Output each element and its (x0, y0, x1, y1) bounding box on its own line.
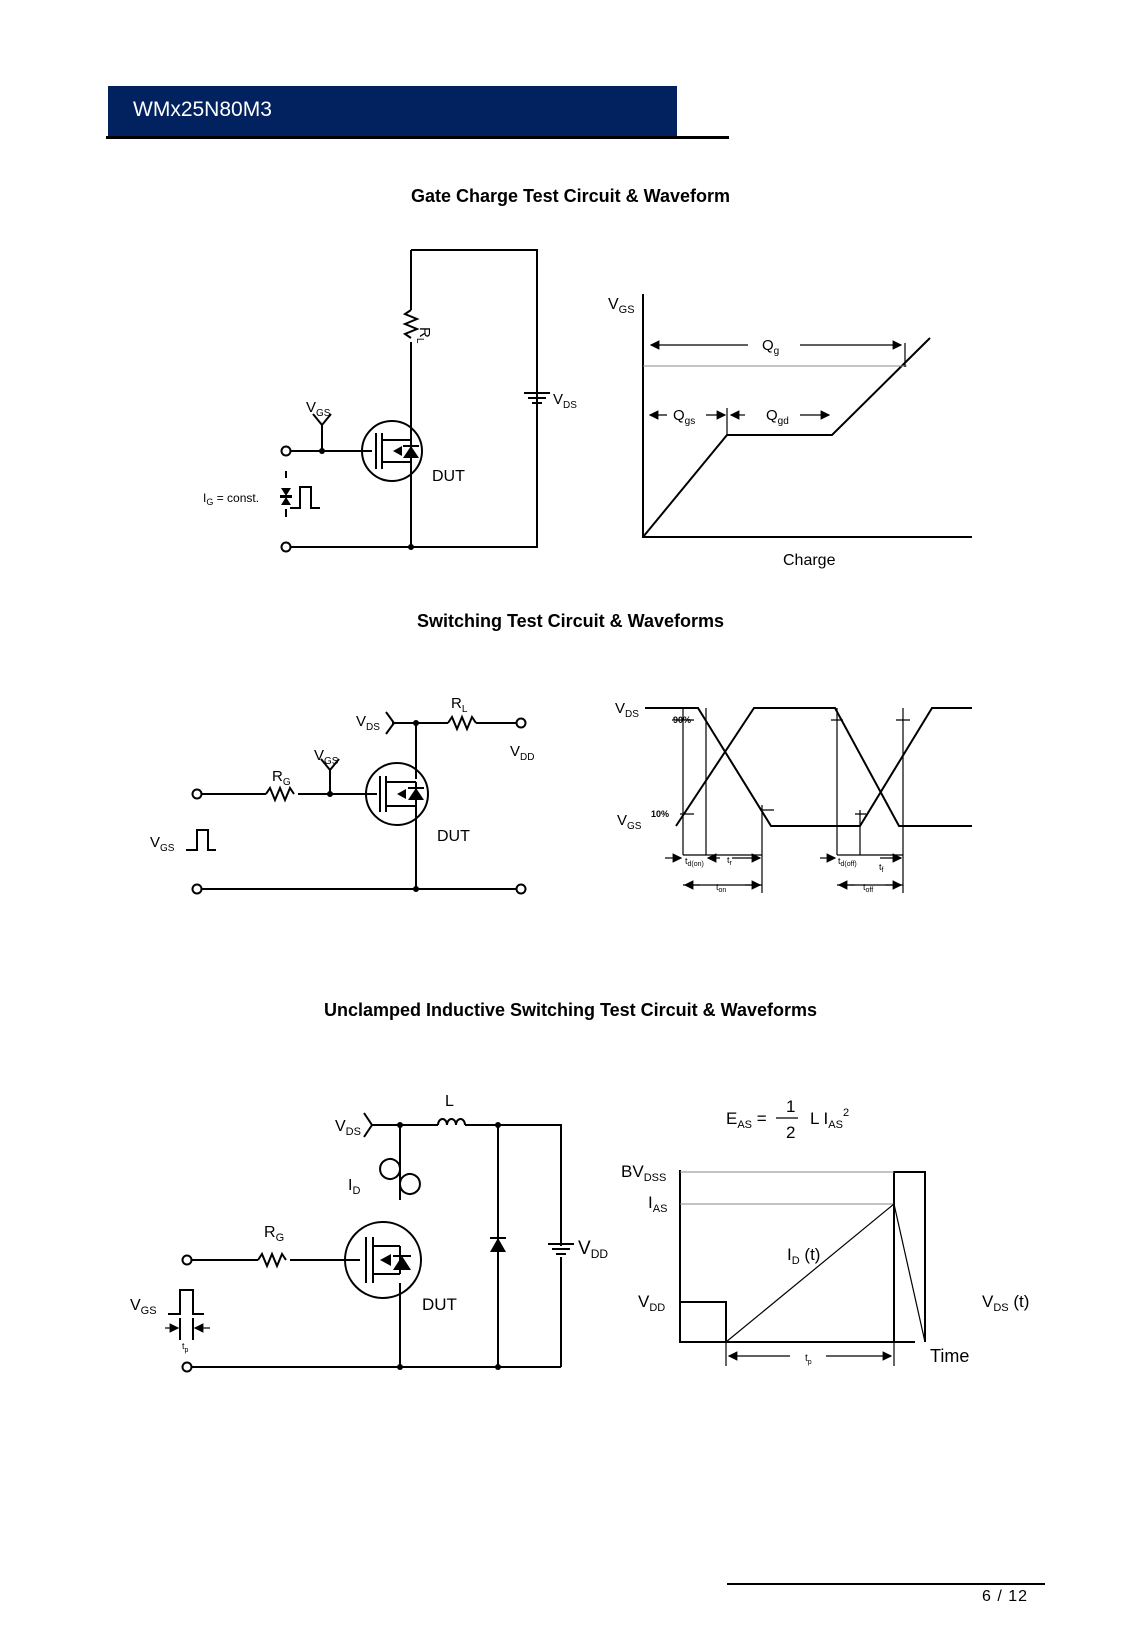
time-axis-label: Time (930, 1346, 969, 1366)
eas-denominator: 2 (786, 1123, 795, 1142)
sw-rl-label: RL (451, 695, 468, 715)
sw-rg-label: RG (272, 768, 291, 788)
header-rule (106, 136, 729, 139)
sw-vgs-label: VGS (314, 747, 339, 767)
sw-vds-label: VDS (356, 713, 380, 733)
uis-rg-label: RG (264, 1224, 284, 1244)
toff-label: toff (863, 882, 873, 894)
sw-wave-vds-label: VDS (615, 700, 639, 720)
tdoff-label: td(off) (838, 856, 857, 868)
p90-label: 90% (673, 715, 691, 725)
sw-wave-vgs-label: VGS (617, 812, 642, 832)
uis-circuit: VDS L ID RG VDD DUT VGS tp (130, 1093, 608, 1373)
footer-rule (727, 1583, 1045, 1585)
gate-charge-circuit: RL VDS VGS DUT IG = const. (203, 249, 577, 553)
p10-label: 10% (651, 809, 669, 819)
ton-label: ton (716, 882, 726, 894)
eas-l-ias: L IAS2 (810, 1107, 849, 1131)
page-number: 6 / 12 (982, 1588, 1029, 1605)
dut-label: DUT (432, 468, 465, 485)
uis-wave-vdd-label: VDD (638, 1292, 665, 1314)
uis-tp-label: tp (182, 1341, 189, 1354)
sw-dut-label: DUT (437, 828, 470, 845)
header-bar: WMx25N80M3 (108, 86, 677, 136)
tdon-label: td(on) (685, 856, 704, 868)
uis-title: Unclamped Inductive Switching Test Circu… (323, 1000, 818, 1020)
ias-label: IAS (648, 1193, 667, 1215)
eas-formula: EAS = (726, 1109, 767, 1131)
vdst-label: VDS (t) (982, 1292, 1029, 1314)
part-number: WMx25N80M3 (133, 98, 272, 121)
qgs-label: Qgs (673, 407, 695, 427)
uis-vdd-label: VDD (578, 1238, 608, 1261)
idt-label: ID (t) (787, 1245, 820, 1267)
gate-charge-title: Gate Charge Test Circuit & Waveform (410, 186, 731, 206)
uis-l-label: L (445, 1093, 454, 1110)
uis-vgs-label: VGS (130, 1297, 157, 1317)
rl-label: RL (414, 327, 433, 344)
sw-vgs-input-label: VGS (150, 834, 175, 854)
switching-title: Switching Test Circuit & Waveforms (416, 611, 725, 631)
uis-wave-tp-label: tp (805, 1353, 812, 1366)
tr-label: tr (727, 855, 733, 867)
uis-vds-label: VDS (335, 1118, 361, 1138)
charge-axis-label: Charge (783, 552, 836, 569)
uis-id-label: ID (348, 1177, 360, 1197)
vgs-axis-label: VGS (608, 296, 635, 316)
sw-vdd-label: VDD (510, 743, 534, 763)
bvdss-label: BVDSS (621, 1162, 666, 1184)
switching-waveform: VDS VGS 90% 10% td(on) tr ton td(off) tf… (615, 700, 972, 894)
switching-circuit: VDS RL VDD VGS RG DUT VGS (150, 695, 534, 895)
qg-label: Qg (762, 337, 779, 357)
eas-numerator: 1 (786, 1097, 795, 1116)
uis-waveform: EAS = 1 2 L IAS2 BVDSS IAS ID (t) VDD VD… (621, 1097, 1029, 1366)
vgs-label: VGS (306, 399, 331, 419)
tf-label: tf (879, 862, 884, 874)
ig-label: IG = const. (203, 491, 259, 507)
gate-charge-waveform: VGS Qg Qgs Qgd Charge (608, 294, 972, 569)
vds-label: VDS (553, 391, 577, 411)
uis-dut-label: DUT (422, 1295, 457, 1314)
qgd-label: Qgd (766, 407, 789, 427)
